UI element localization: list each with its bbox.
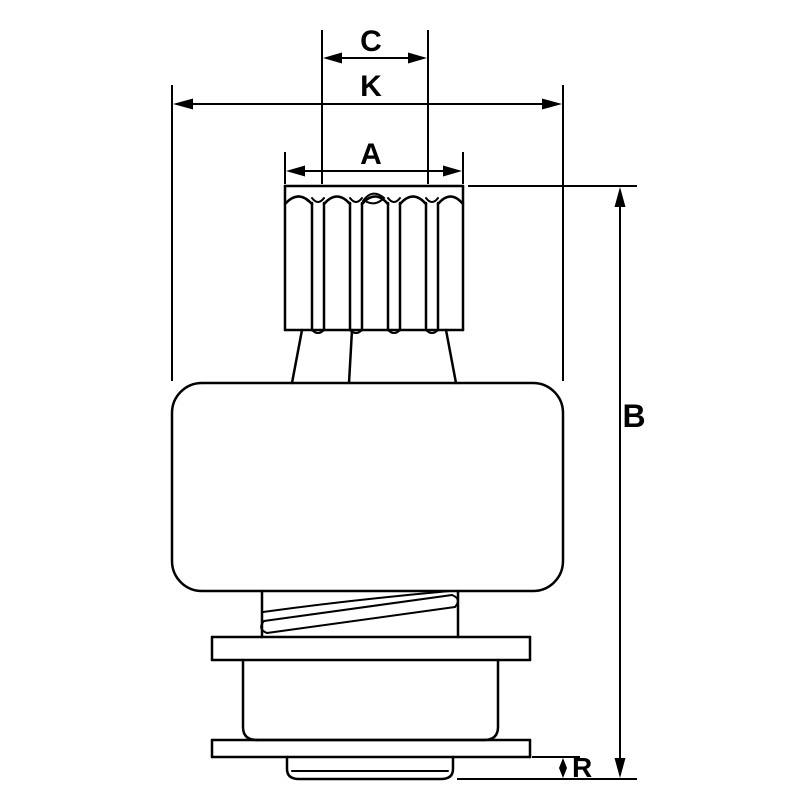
drive-body bbox=[170, 381, 565, 593]
gear-gap-arc bbox=[311, 197, 325, 203]
gear-shaft-taper bbox=[290, 328, 458, 385]
gear-tooth-crown bbox=[322, 195, 352, 206]
dimension-a: A bbox=[284, 138, 464, 184]
dimension-b: B bbox=[457, 185, 646, 780]
bushing-cylinder bbox=[241, 658, 500, 742]
helical-spline bbox=[260, 589, 460, 639]
dimension-k-label: K bbox=[360, 70, 382, 103]
arrowhead-up bbox=[614, 187, 626, 207]
spline-helix-cap bbox=[260, 620, 268, 634]
spline-helix-cap bbox=[451, 594, 459, 608]
arrowhead-up bbox=[559, 758, 567, 768]
dimension-k: K bbox=[171, 70, 564, 381]
gear-tooth-crown bbox=[360, 195, 390, 206]
spline-helix-line bbox=[266, 606, 456, 634]
cylinder-right-side bbox=[482, 658, 500, 742]
arrowhead-right bbox=[443, 165, 462, 177]
arrowhead-right bbox=[408, 52, 427, 64]
hub-outline bbox=[285, 755, 455, 781]
arrowhead-down bbox=[559, 768, 567, 778]
tooth-chamfer-line bbox=[288, 195, 309, 202]
spline-helix-line bbox=[262, 590, 451, 613]
shaft-end-hub bbox=[285, 755, 455, 781]
dimension-b-label: B bbox=[622, 398, 645, 434]
gear-gap-arc bbox=[349, 197, 363, 203]
taper-line-middle bbox=[347, 328, 354, 385]
arrowhead-right bbox=[542, 98, 562, 110]
arrowhead-left bbox=[173, 98, 193, 110]
cylinder-left-side bbox=[241, 658, 259, 742]
dimension-c-label: C bbox=[360, 25, 382, 58]
dimension-c: C bbox=[321, 25, 429, 184]
gear-root-arc bbox=[387, 329, 401, 334]
arrowhead-left bbox=[323, 52, 342, 64]
pinion-gear bbox=[283, 184, 465, 334]
tooth-chamfer-line bbox=[362, 192, 386, 205]
gear-tooth-crown bbox=[398, 195, 428, 206]
arrowhead-left bbox=[286, 165, 305, 177]
gear-root-arc bbox=[425, 329, 439, 334]
spline-helix-line bbox=[263, 594, 453, 622]
dimension-r-label: R bbox=[572, 752, 592, 783]
taper-line-right bbox=[444, 328, 458, 385]
gear-root-arc bbox=[311, 329, 325, 334]
gear-gap-arc bbox=[425, 197, 439, 203]
flange-lower bbox=[210, 738, 532, 759]
dimension-a-label: A bbox=[360, 138, 382, 171]
flange-upper bbox=[210, 635, 532, 662]
gear-tooth-crown bbox=[436, 195, 465, 206]
gear-gap-arc bbox=[387, 197, 401, 203]
arrowhead-down bbox=[614, 758, 626, 778]
dimension-r: R bbox=[532, 752, 592, 783]
taper-line-left bbox=[290, 328, 304, 385]
